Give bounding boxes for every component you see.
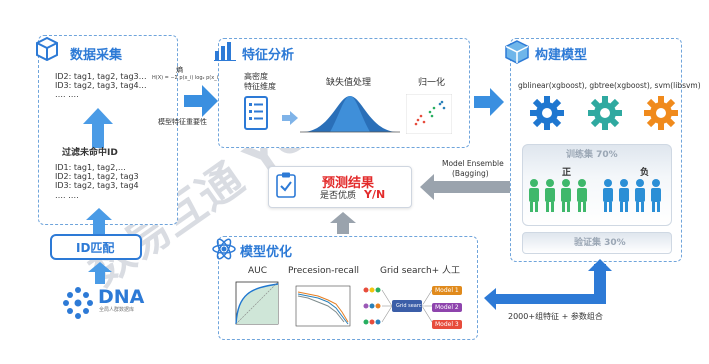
list-item: …. …. [55,190,79,200]
dna-logo-text: DNA [98,286,145,308]
box-icon [33,35,61,65]
list-item: ID3: tag2, tag3, tag4 [55,181,139,191]
dna-subtitle: 全局人群数据库 [99,307,135,313]
up-arrow [330,212,356,238]
ensemble-line1: Model Ensemble [442,159,504,168]
model-tag: Model 1 [432,286,462,295]
grid-search-diagram [360,280,470,338]
entropy-formula: H(X) = −Σ p(x_i) log₂ p(x_i) [152,75,221,81]
id-list-1: ID2: tag1, tag2, tag3… ID3: tag2, tag3, … [55,72,147,100]
data-collection-title: 数据采集 [70,48,123,63]
list-item: ID1: tag1, tag2,… [55,163,126,172]
entropy-label: 熵 [176,66,183,74]
list-item: …. …. [55,90,79,100]
list-item: ID2: tag1, tag2, tag3 [55,172,139,182]
clipboard-check-icon [276,172,296,202]
prediction-box [268,166,412,208]
roc-curve-chart [230,280,280,336]
up-arrow [88,262,112,288]
missing-value-label: 缺失值处理 [326,78,372,88]
grid-search-box-label: Grid search [396,303,425,309]
negative-label: 负 [640,168,650,178]
auc-label: AUC [248,266,268,276]
validation-set-label: 验证集 30% [574,238,626,248]
gear-icon [588,96,622,134]
up-arrow [86,208,112,240]
feature-dim-label: 特征维度 [244,82,276,91]
id-list-2: ID1: tag1, tag2,… ID2: tag1, tag2, tag3 … [55,163,139,200]
prediction-yn: Y/N [364,188,386,201]
people-group-icon [600,178,666,222]
model-tag: Model 3 [432,320,462,329]
model-tag: Model 2 [432,303,462,312]
scatter-plot [405,93,453,138]
right-arrow [474,88,504,120]
up-arrow [83,108,113,152]
combo-label: 2000+组特征 + 参数组合 [508,312,603,321]
gear-icon [530,96,564,134]
model-opt-title: 模型优化 [240,245,293,260]
people-group-icon [526,178,592,222]
list-item: ID3: tag2, tag3, tag4… [55,81,147,91]
bar-chart-icon [214,41,236,65]
id-match-label: ID匹配 [76,241,115,255]
list-item: ID2: tag1, tag2, tag3… [55,72,147,81]
checklist-icon [244,96,268,134]
left-arrow [420,172,510,206]
validation-set-box [522,232,672,254]
model-build-title: 构建模型 [535,48,588,63]
normalize-label: 归一化 [418,78,446,88]
training-set-label: 训练集 70% [566,150,618,160]
importance-label: 模型特征重要性 [158,118,207,126]
right-arrow [184,85,218,121]
data-collection-panel [38,35,178,225]
cube-icon [505,40,529,68]
pr-label: Precesion-recall [288,266,359,276]
id-match-box [50,234,142,260]
right-arrow [282,110,298,129]
up-arrowhead [588,256,612,275]
gear-icon [644,96,678,134]
positive-label: 正 [562,168,572,178]
grid-search-label: Grid search+ 人工 [380,266,461,276]
model-list-text: gblinear(xgboost), gbtree(xgboost), svm(… [518,81,701,90]
atom-icon [212,238,236,264]
filter-label: 过滤未命中ID [62,148,118,158]
feature-analysis-title: 特征分析 [242,48,295,63]
prediction-title: 预测结果 [322,176,375,191]
normal-distribution-chart [300,92,400,140]
prediction-subtitle: 是否优质 [320,191,357,201]
pr-curve-chart [292,282,352,334]
dna-logo-icon [60,286,96,324]
ensemble-line2: (Bagging) [452,169,489,178]
high-density-label: 高密度 [244,72,268,81]
